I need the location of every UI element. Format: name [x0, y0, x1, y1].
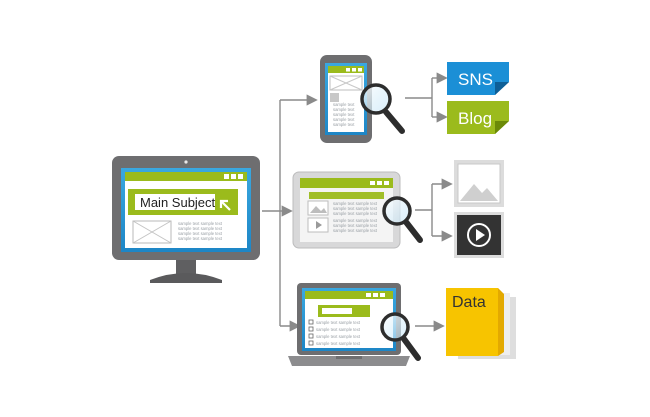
blog-tag: Blog — [447, 101, 509, 134]
sample-text-line: sample text — [333, 122, 355, 127]
desktop-monitor: Main Subject sample text sample text sam… — [112, 156, 260, 283]
main-subject-label: Main Subject — [140, 195, 216, 210]
sample-text-line: sample text sample text — [316, 320, 361, 325]
sample-text-line: sample text sample text — [316, 327, 361, 332]
sample-text-line: sample text — [333, 107, 355, 112]
main-subject-field — [135, 194, 215, 210]
video-play-icon — [454, 212, 504, 258]
smartphone: sample text sample text sample text samp… — [320, 55, 405, 143]
arrow-cursor-icon — [219, 199, 231, 211]
sample-text-line: sample text sample text — [178, 221, 223, 226]
sample-text-line: sample text sample text — [178, 231, 223, 236]
sample-text-line: sample text sample text — [333, 218, 378, 223]
monitor-camera — [184, 160, 188, 164]
sns-tag: SNS — [447, 62, 509, 95]
sample-text-line: sample text sample text — [178, 226, 223, 231]
sample-text-line: sample text — [333, 117, 355, 122]
window-dot-2 — [231, 174, 236, 179]
sample-text-line: sample text sample text — [178, 236, 223, 241]
sample-text-line: sample text sample text — [333, 228, 378, 233]
tablet: sample text sample text sample text samp… — [292, 171, 423, 249]
sample-text-line: sample text sample text — [316, 341, 361, 346]
sample-text-line: sample text sample text — [333, 211, 378, 216]
sample-text-line: sample text sample text — [333, 201, 378, 206]
monitor-stand — [150, 273, 222, 283]
magnifier-icon — [382, 196, 423, 243]
window-dot-3 — [238, 174, 243, 179]
sample-text-line: sample text sample text — [316, 334, 361, 339]
blog-label: Blog — [458, 109, 492, 128]
sns-label: SNS — [458, 70, 493, 89]
laptop-page — [305, 291, 393, 348]
sample-text-line: sample text — [333, 102, 355, 107]
image-output-icon — [454, 160, 504, 207]
monitor-neck — [176, 260, 196, 274]
sample-text-line: sample text sample text — [333, 206, 378, 211]
connector-lines — [262, 72, 453, 332]
magnifier-icon — [360, 83, 405, 134]
laptop-page-header — [305, 291, 393, 299]
blog-tag-shape — [447, 101, 509, 134]
tablet-page-header — [300, 178, 393, 188]
magnifier-icon — [380, 312, 421, 361]
sample-text-line: sample text sample text — [333, 223, 378, 228]
laptop: sample text sample text sample text samp… — [288, 283, 421, 366]
checkbox-icon — [308, 319, 314, 346]
monitor-page-header — [125, 172, 247, 181]
window-dot-1 — [224, 174, 229, 179]
data-label: Data — [452, 294, 486, 311]
sample-text-line: sample text — [333, 112, 355, 117]
laptop-base — [288, 356, 410, 366]
data-document-icon: Data — [446, 288, 516, 359]
sns-tag-shape — [447, 62, 509, 95]
